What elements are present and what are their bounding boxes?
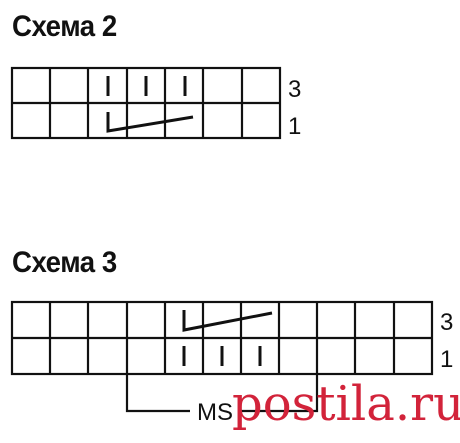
repeat-label: MS (197, 399, 233, 426)
schema-2-knit-stitches (106, 76, 187, 96)
schema-3-row-label-3: 3 (440, 309, 453, 336)
schema-3-title: Схема 3 (12, 246, 117, 279)
schema-3-cross-stitch-symbol (182, 310, 273, 332)
schema-3-row-label-1: 1 (440, 346, 453, 373)
watermark-text: postila.ru (232, 376, 460, 432)
schema-2-cross-stitch-symbol (106, 112, 194, 133)
repeat-bracket (125, 374, 319, 413)
schema-2-title: Схема 2 (12, 10, 117, 43)
schema-3-grid (10, 300, 434, 376)
schema-2-row-label-3: 3 (288, 76, 301, 103)
schema-3-knit-stitches (182, 346, 262, 366)
schema-2-grid (10, 66, 282, 140)
schema-2-row-label-1: 1 (288, 113, 301, 140)
